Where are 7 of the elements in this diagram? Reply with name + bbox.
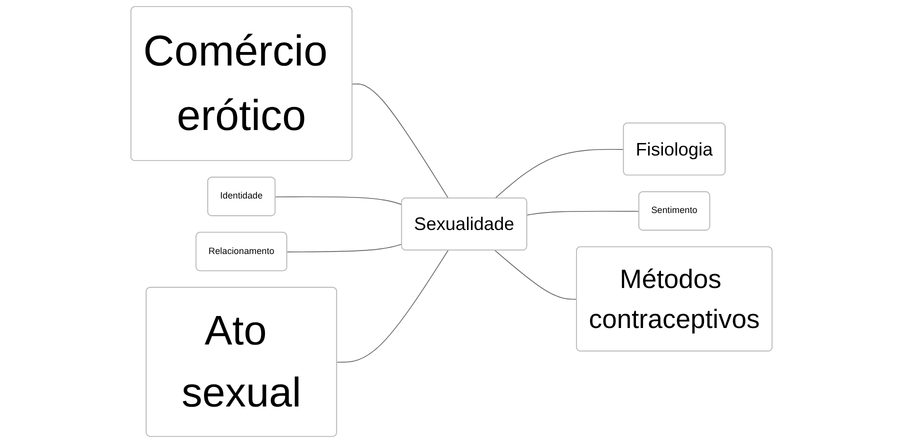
- connector: [275, 196, 402, 206]
- connector: [336, 250, 448, 363]
- connector: [494, 250, 578, 300]
- connector: [352, 84, 449, 199]
- connector: [494, 148, 624, 199]
- connector: [526, 210, 640, 216]
- connector: [286, 244, 402, 252]
